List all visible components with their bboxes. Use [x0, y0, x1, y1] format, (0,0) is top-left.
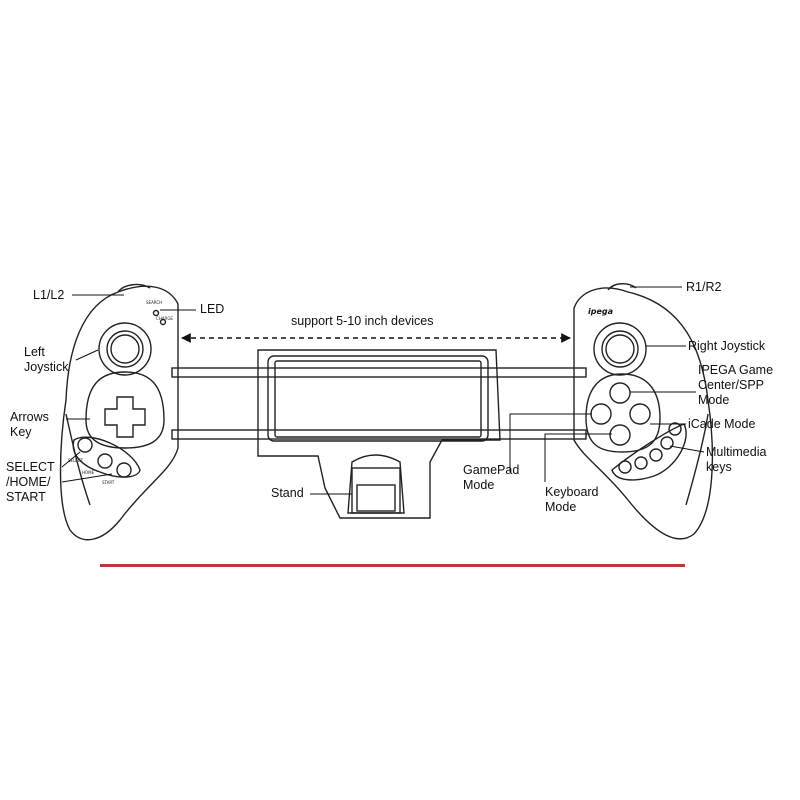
- telescopic-bar-top: [171, 367, 587, 378]
- divider-rule: [100, 564, 685, 567]
- ipega-logo: ipega: [588, 307, 613, 316]
- home-marking: HOME: [82, 470, 95, 475]
- label-right-joystick: Right Joystick: [688, 339, 766, 353]
- label-ipega-mode: IPEGA Game Center/SPP Mode: [698, 363, 774, 407]
- label-l1-l2: L1/L2: [33, 288, 65, 302]
- label-multimedia-keys: Multimedia keys: [706, 445, 767, 474]
- charge-marking: CHARGE: [156, 316, 173, 321]
- leader-select: [61, 451, 81, 468]
- leader-start: [61, 473, 113, 483]
- stand: [347, 454, 405, 514]
- leader-keyboard-mode: [544, 433, 612, 482]
- label-icade-mode: iCade Mode: [688, 417, 756, 431]
- label-arrows-key: Arrows Key: [10, 410, 49, 439]
- action-button-cluster: [585, 373, 661, 453]
- left-joystick: [98, 322, 152, 376]
- select-home-start-buttons: [72, 436, 141, 478]
- start-marking: START: [102, 480, 115, 485]
- label-keyboard-mode: Keyboard Mode: [545, 485, 599, 514]
- label-r1-r2: R1/R2: [686, 280, 722, 294]
- arrows-key: [85, 371, 165, 449]
- label-left-joystick: Left Joystick: [24, 345, 69, 374]
- search-marking: SEARCH: [146, 300, 162, 305]
- leader-gamepad-mode: [509, 413, 592, 472]
- right-joystick: [593, 322, 647, 376]
- select-marking: SELECT: [68, 458, 84, 463]
- label-gamepad-mode: GamePad Mode: [463, 463, 520, 492]
- phone-holder-frame: [257, 349, 501, 519]
- multimedia-keys: [611, 422, 687, 481]
- leader-multimedia: [669, 445, 705, 453]
- led-indicators: [152, 309, 167, 326]
- label-led: LED: [200, 302, 225, 316]
- label-support: support 5-10 inch devices: [291, 314, 434, 328]
- label-select-home-start: SELECT /HOME/ START: [6, 460, 55, 504]
- label-stand: Stand: [271, 486, 304, 500]
- leader-left-joystick: [75, 349, 99, 361]
